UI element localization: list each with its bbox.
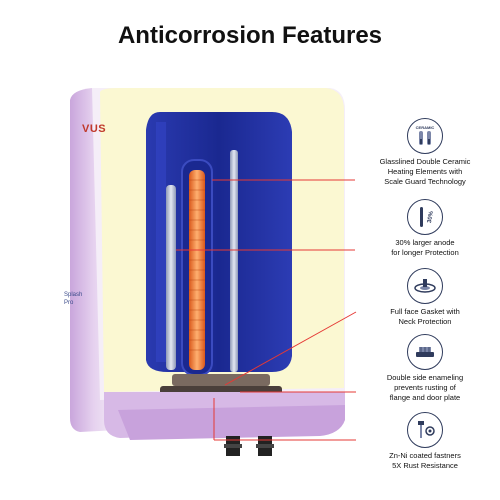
enameled-flange-icon — [407, 334, 443, 370]
fasteners-icon — [407, 412, 443, 448]
feature-gasket: Full face Gasket with Neck Protection — [355, 268, 495, 327]
anode-rod-icon: 30% — [407, 199, 443, 235]
feature-larger-anode: 30% 30% larger anode for longer Protecti… — [355, 199, 495, 258]
brand-logo: VUS — [82, 123, 107, 135]
feature-anode-text: 30% larger anode for longer Protection — [391, 238, 459, 257]
page-title: Anticorrosion Features — [117, 22, 383, 49]
flange-plate — [172, 374, 270, 386]
feature-ceramic-heating: CERAMIC Glasslined Double Ceramic Heatin… — [355, 118, 495, 187]
ceramic-elements-icon: CERAMIC — [407, 118, 443, 154]
anode-icon-label: 30% — [427, 210, 435, 224]
ceramic-icon-label: CERAMIC — [416, 125, 435, 130]
tank-inner-highlight — [156, 122, 166, 362]
heater-base-front — [118, 405, 345, 440]
feature-fasteners-text: Zn-Ni coated fastners 5X Rust Resistance — [389, 451, 461, 470]
product-line-2: Pro — [64, 300, 74, 306]
feature-ceramic-text: Glasslined Double Ceramic Heating Elemen… — [379, 157, 471, 186]
feature-double-enameling: Double side enameling prevents rusting o… — [355, 334, 495, 403]
product-name: Splash Pro — [64, 291, 94, 307]
product-line-1: Splash — [64, 292, 83, 298]
feature-gasket-text: Full face Gasket with Neck Protection — [390, 307, 460, 326]
anode-rod-right — [230, 150, 238, 372]
callout-line-gasket — [224, 311, 357, 386]
feature-zn-ni-fasteners: Zn-Ni coated fastners 5X Rust Resistance — [355, 412, 495, 471]
feature-enameling-text: Double side enameling prevents rusting o… — [386, 373, 464, 402]
gasket-icon — [407, 268, 443, 304]
anode-rod-left — [166, 185, 176, 370]
